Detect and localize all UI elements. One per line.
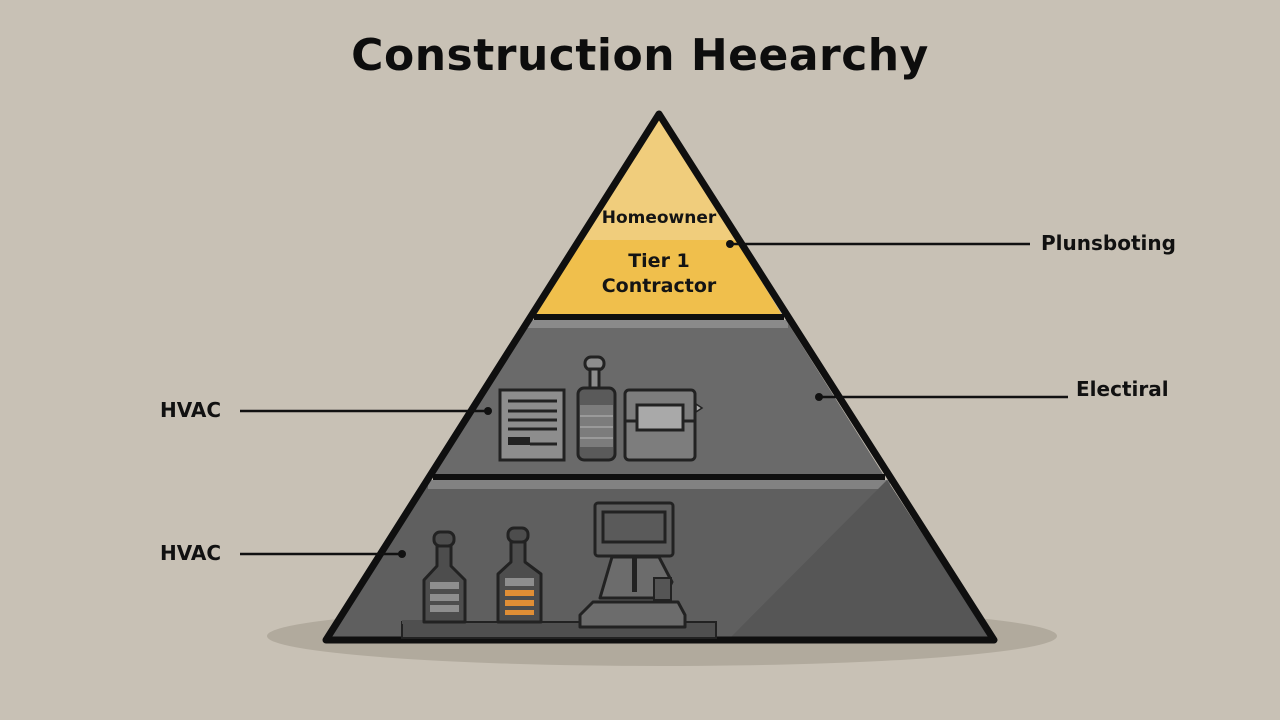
callout-label-hvac-top: HVAC bbox=[160, 398, 222, 422]
computer-terminal-icon bbox=[578, 501, 687, 629]
callout-line-electiral bbox=[815, 393, 1068, 401]
tier-label-contractor-line2: Contractor bbox=[601, 275, 717, 297]
callout-line-hvac-1 bbox=[240, 407, 492, 415]
tier-contractor bbox=[536, 240, 782, 315]
tier-homeowner bbox=[582, 117, 736, 240]
callout-label-electiral: Electiral bbox=[1076, 377, 1169, 401]
callout-line-hvac-2 bbox=[240, 550, 406, 558]
callout-label-hvac-bottom: HVAC bbox=[160, 541, 222, 565]
diagram-title: Construction Heearchy bbox=[351, 30, 929, 81]
bottle-icon bbox=[496, 526, 543, 624]
bottle-icon bbox=[576, 355, 617, 462]
pyramid-outline bbox=[322, 110, 998, 644]
callout-label-plunsboting: Plunsboting bbox=[1041, 231, 1176, 255]
document-icon bbox=[498, 388, 566, 462]
panel-box-icon bbox=[623, 388, 704, 462]
bottle-icon bbox=[402, 530, 467, 624]
tier-label-contractor-line1: Tier 1 bbox=[628, 250, 690, 272]
callout-line-plunsboting bbox=[726, 240, 1030, 248]
tier-label-homeowner: Homeowner bbox=[601, 208, 717, 228]
